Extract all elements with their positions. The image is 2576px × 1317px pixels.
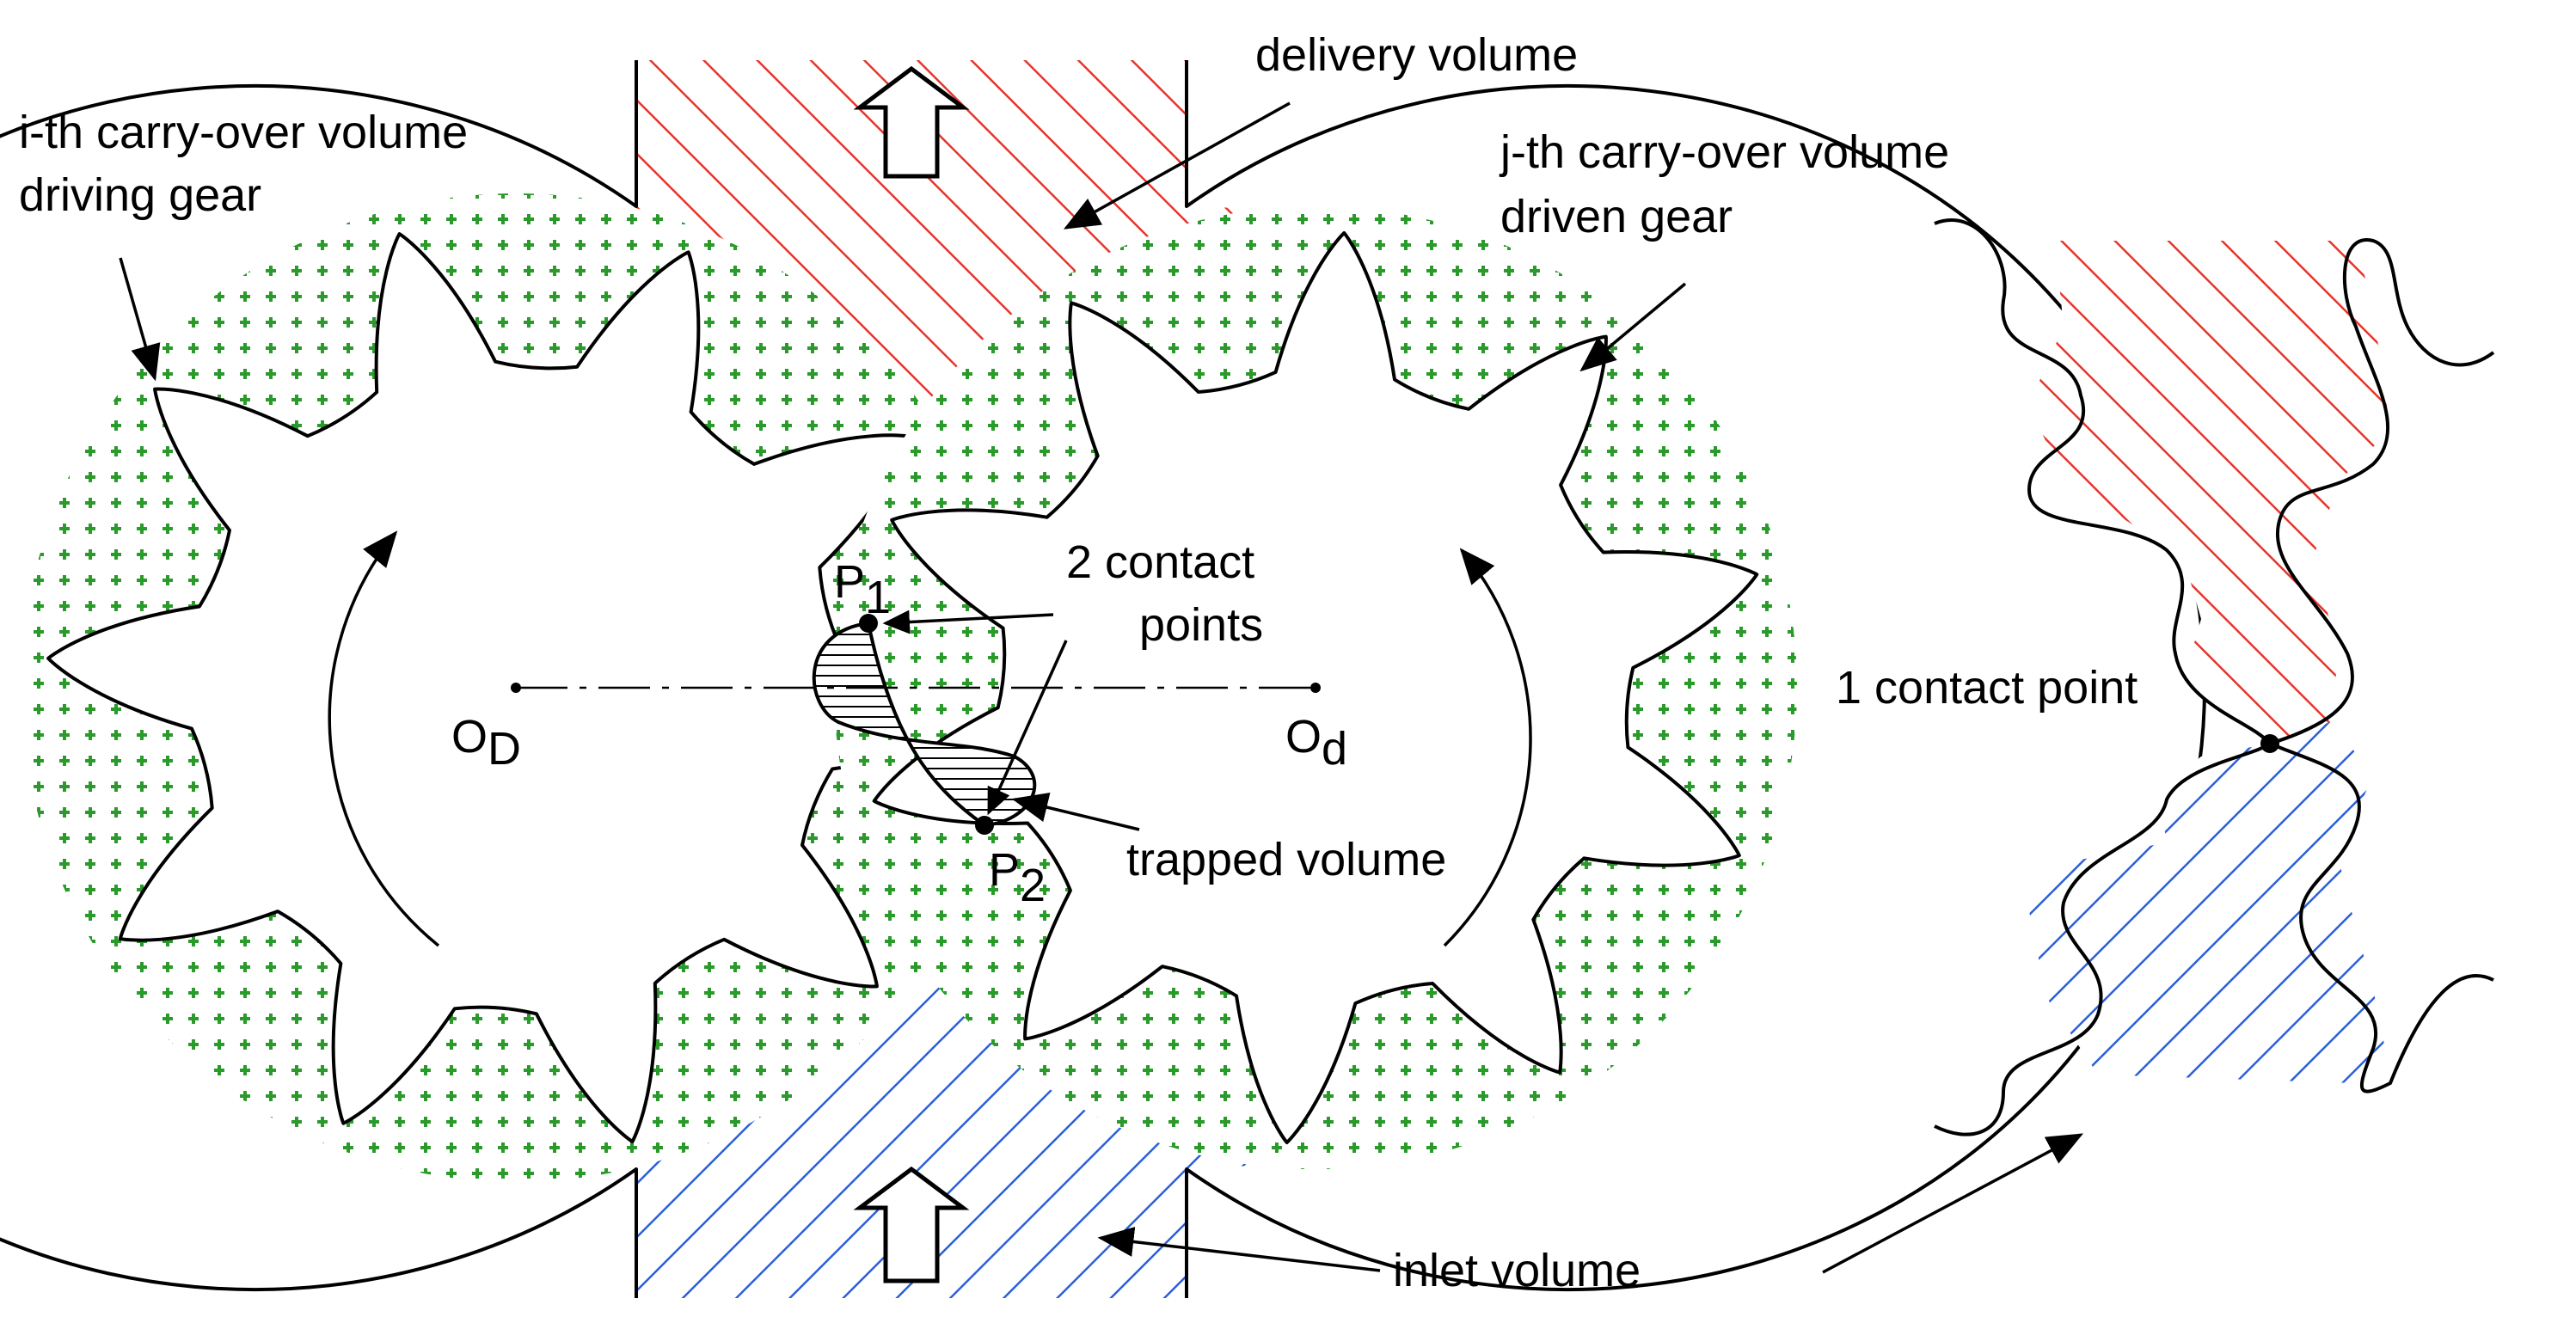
contact-point-p1	[859, 614, 878, 633]
p1-label: P1	[834, 556, 891, 623]
one-contact-point-label: 1 contact point	[1836, 662, 2137, 714]
driving-gear-rotation-arrow	[328, 530, 440, 947]
delivery-volume-leader	[1063, 101, 1291, 230]
detail-inlet-region	[2029, 722, 2390, 1083]
carry-over-driven-label-line1: j-th carry-over volume	[1499, 126, 1949, 178]
carry-over-driving-leader	[119, 257, 161, 382]
trapped-volume-label: trapped volume	[1126, 834, 1446, 885]
od-label: OD	[451, 711, 521, 775]
inlet-flow-arrow-icon	[853, 1166, 970, 1283]
leader-lines	[119, 101, 2084, 1274]
detail-delivery-region	[2029, 241, 2390, 744]
delivery-volume-label: delivery volume	[1255, 29, 1578, 81]
trapped-volume-leader	[1011, 793, 1140, 831]
carry-over-driving-label-line1: i-th carry-over volume	[19, 107, 468, 158]
center-od-small-dot	[1310, 683, 1321, 693]
od-small-label: Od	[1285, 711, 1347, 775]
contact-point-p2	[975, 816, 994, 835]
single-contact-detail	[1934, 218, 2495, 1136]
detail-left-gear-profile	[1934, 218, 2272, 1136]
delivery-flow-arrow-icon	[853, 65, 970, 179]
center-od-dot	[511, 683, 521, 693]
p2-label: P2	[989, 844, 1046, 911]
carry-over-driving-label-line2: driving gear	[19, 169, 261, 221]
inlet-volume-label: inlet volume	[1393, 1245, 1641, 1296]
inlet-volume-leader-left	[1097, 1227, 1381, 1272]
contact-p1-leader	[882, 609, 1054, 634]
driven-gear-rotation-arrow	[1443, 548, 1532, 947]
carry-over-driven-label-line2: driven gear	[1500, 191, 1733, 242]
detail-contact-point	[2260, 734, 2279, 753]
detail-right-gear-profile	[2268, 238, 2495, 1093]
contact-points-label-line1: 2 contact	[1066, 536, 1254, 588]
contact-points-label-line2: points	[1139, 599, 1263, 651]
inlet-volume-leader-right	[1822, 1133, 2084, 1274]
contact-p2-leader	[987, 640, 1068, 816]
pump-assembly	[0, 60, 2206, 1298]
labels: delivery volume i-th carry-over volume d…	[19, 29, 2137, 1296]
carry-over-driven-leader	[1579, 282, 1687, 372]
